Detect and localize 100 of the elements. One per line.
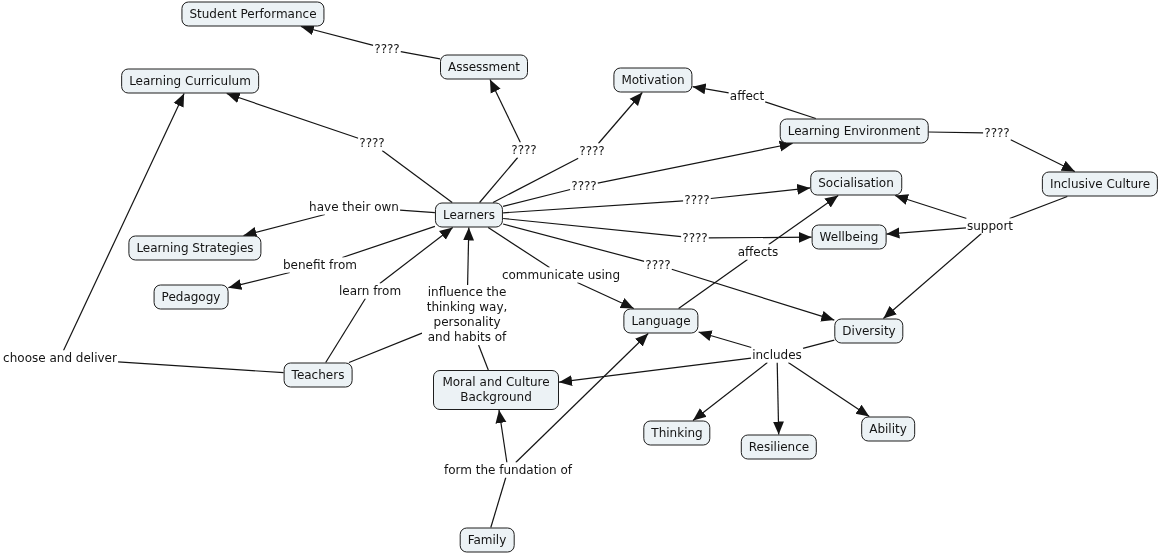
arrow xyxy=(515,332,649,464)
concept-box xyxy=(810,170,902,196)
concept-label: Diversity xyxy=(842,323,896,339)
arrow xyxy=(710,183,811,200)
concept-box xyxy=(643,420,711,446)
linking-phrase: support xyxy=(965,218,1015,234)
linking-phrase: ???? xyxy=(570,178,598,194)
connector-line xyxy=(502,188,571,207)
arrow xyxy=(597,91,643,145)
concept-label: Assessment xyxy=(448,59,520,75)
concept-box xyxy=(128,235,262,261)
concept-box xyxy=(283,362,353,388)
connector-line xyxy=(348,332,423,364)
arrow xyxy=(597,140,794,184)
arrow xyxy=(463,226,475,286)
concept-box xyxy=(740,434,818,460)
arrow xyxy=(242,213,326,238)
connector-line xyxy=(325,297,366,364)
arrow xyxy=(1010,139,1076,173)
arrow xyxy=(489,78,521,144)
arrow xyxy=(558,357,752,387)
connector-line xyxy=(927,131,984,134)
connector-line xyxy=(678,258,749,310)
connector-line xyxy=(341,225,436,259)
concept-label: Learning Curriculum xyxy=(129,73,251,89)
connector-line xyxy=(492,157,579,204)
arrow xyxy=(671,268,835,322)
concept-label: Thinking xyxy=(651,425,703,441)
concept-box xyxy=(623,308,699,334)
arrow xyxy=(772,361,784,436)
linking-phrase: form the fundation of xyxy=(442,462,574,478)
concept-label: Ability xyxy=(869,421,907,437)
concept-box xyxy=(861,416,915,442)
arrow xyxy=(787,361,870,418)
concept-label: Moral and Culture Background xyxy=(441,375,551,405)
arrow xyxy=(708,231,813,243)
concept-label: Resilience xyxy=(748,439,810,455)
concept-label: Learners xyxy=(442,207,496,223)
concept-box xyxy=(834,318,904,344)
arrow xyxy=(768,194,839,246)
concept-label: Teachers xyxy=(291,367,345,383)
arrow xyxy=(300,24,374,46)
concept-label: Motivation xyxy=(621,72,685,88)
concept-box xyxy=(121,68,259,94)
linking-phrase: ???? xyxy=(578,143,606,159)
arrow xyxy=(379,226,454,285)
connector-line xyxy=(381,149,453,204)
linking-phrase: affects xyxy=(736,244,780,260)
concept-label: Pedagogy xyxy=(161,289,221,305)
linking-phrase: ???? xyxy=(510,142,538,158)
concept-label: Inclusive Culture xyxy=(1049,176,1151,192)
arrow xyxy=(698,330,752,349)
connector-line xyxy=(117,361,285,374)
concept-box xyxy=(153,284,229,310)
connector-line xyxy=(764,101,817,120)
concept-label: Language xyxy=(631,313,691,329)
connector-line xyxy=(400,51,441,60)
connector-line xyxy=(502,200,684,214)
connector-line xyxy=(478,344,489,371)
connector-line xyxy=(802,339,835,349)
concept-box xyxy=(433,370,559,410)
concept-box xyxy=(440,54,528,80)
arrow xyxy=(894,194,968,220)
concept-box xyxy=(459,527,515,553)
arrow xyxy=(226,92,359,139)
concept-box xyxy=(181,1,325,27)
linking-phrase: ???? xyxy=(983,125,1011,141)
connector-line xyxy=(490,476,507,529)
concept-label: Family xyxy=(467,532,507,548)
concept-label: Learning Environment xyxy=(787,123,921,139)
connector-line xyxy=(1009,195,1068,220)
concept-label: Learning Strategies xyxy=(136,240,254,256)
arrow xyxy=(495,409,508,464)
linking-phrase: ???? xyxy=(358,135,386,151)
linking-phrase: ???? xyxy=(644,257,672,273)
linking-phrase: benefit from xyxy=(282,257,358,273)
concept-box xyxy=(1041,171,1159,197)
linking-phrase: includes xyxy=(751,347,803,363)
arrow xyxy=(692,361,768,422)
linking-phrase: communicate using xyxy=(500,267,622,283)
connector-line xyxy=(487,226,551,269)
concept-box xyxy=(613,67,693,93)
concept-label: Wellbeing xyxy=(819,229,879,245)
concept-box xyxy=(779,118,929,144)
concept-box xyxy=(434,202,504,228)
connector-line xyxy=(502,217,682,238)
linking-phrase: learn from xyxy=(337,283,403,299)
arrow xyxy=(576,281,635,310)
linking-phrase: have their own xyxy=(308,199,400,215)
concept-label: Student Performance xyxy=(189,6,317,22)
arrow xyxy=(885,227,967,239)
arrow xyxy=(692,83,730,95)
arrow xyxy=(227,271,291,290)
connector-line xyxy=(479,156,519,204)
concept-label: Socialisation xyxy=(818,175,894,191)
linking-phrase: choose and deliver xyxy=(2,350,118,366)
arrow xyxy=(62,92,185,352)
connector-line xyxy=(399,209,436,214)
concept-box xyxy=(811,224,887,250)
connector-line xyxy=(502,223,645,262)
